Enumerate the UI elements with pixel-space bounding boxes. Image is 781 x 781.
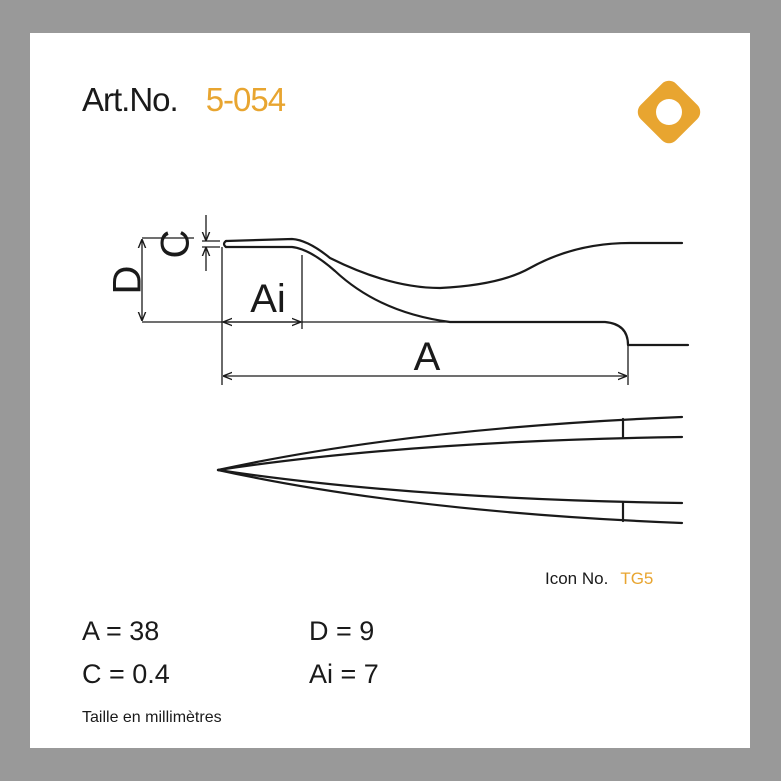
size-note: Taille en millimètres [82, 709, 222, 726]
icon-number-value: TG5 [620, 569, 654, 588]
spec-ai: Ai = 7 [309, 659, 379, 689]
article-title: Art.No. 5-054 [82, 81, 286, 119]
d-label: D [106, 266, 150, 295]
side-view-upper-edge [224, 237, 684, 290]
spec-card: Art.No. 5-054 [30, 33, 750, 748]
a-label: A [414, 335, 441, 379]
tweezer-technical-drawing: D C Ai A [106, 215, 690, 525]
c-label: C [154, 230, 198, 259]
spec-c: C = 0.4 [82, 659, 170, 689]
spec-d: D = 9 [309, 616, 375, 646]
top-view-upper-arm-inner [216, 435, 684, 472]
top-view-upper-arm-outer [216, 415, 684, 472]
rounded-diamond-with-circle-icon [637, 80, 701, 144]
side-view-inner-edge [224, 245, 690, 347]
article-label: Art.No. [82, 81, 179, 118]
top-view-lower-arm-inner [216, 468, 684, 505]
icon-number: Icon No. TG5 [545, 569, 653, 589]
icon-number-label: Icon No. [545, 569, 609, 588]
top-view-lower-arm-outer [216, 468, 684, 525]
spec-a: A = 38 [82, 616, 160, 646]
ai-label: Ai [250, 277, 286, 321]
article-number: 5-054 [205, 81, 286, 118]
